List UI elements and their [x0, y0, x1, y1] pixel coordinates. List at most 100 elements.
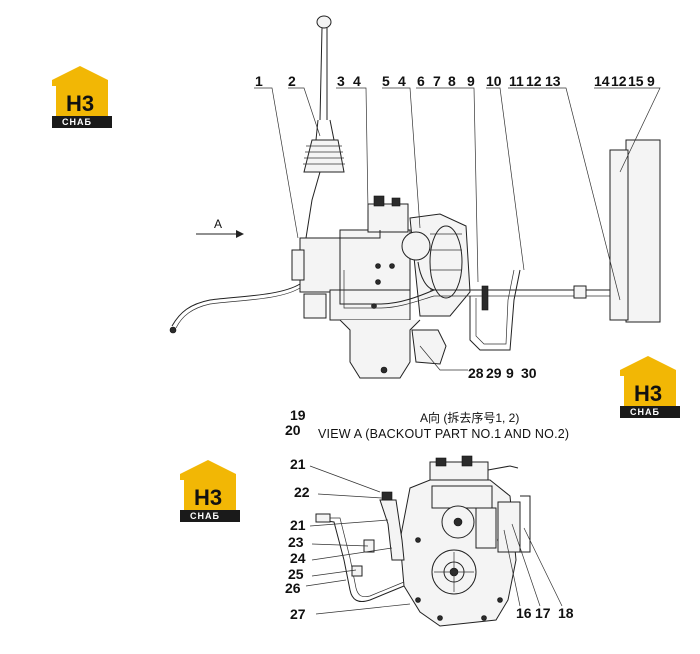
oil-cooler	[625, 139, 661, 323]
logo-sub-text: CHAБ	[62, 117, 92, 127]
cooler-feed-tube	[417, 261, 437, 291]
housing-sump	[339, 319, 421, 379]
control-valve-cap	[291, 249, 305, 281]
output-flange	[303, 293, 327, 319]
callout-label: 1	[255, 73, 263, 89]
callout-label: 12	[526, 73, 542, 89]
callout-label: 30	[521, 365, 537, 381]
side-valve	[475, 507, 497, 549]
callout-leader	[419, 345, 468, 371]
view-a-hose	[319, 519, 405, 603]
callout-label: 4	[353, 73, 361, 89]
logo-roof	[52, 66, 108, 86]
callout-label: 14	[594, 73, 610, 89]
lever-linkage	[306, 230, 381, 239]
callout-label: 25	[288, 566, 304, 582]
logo-roof	[180, 460, 236, 480]
callout-label: 10	[486, 73, 502, 89]
transmission-top-view: A	[169, 15, 661, 379]
view-a-title-cn: A向 (拆去序号1, 2)	[420, 410, 519, 425]
line-fitting	[573, 285, 587, 299]
view-a-left-callouts: 19 20 21 22 21 23 24 25 26 27	[285, 407, 310, 622]
logo-top-left: H3 CHAБ	[52, 66, 112, 128]
callout-label: 9	[467, 73, 475, 89]
housing-lower	[329, 289, 411, 321]
converter-bell	[429, 225, 463, 299]
logo-body	[184, 480, 236, 510]
callout-label: 8	[448, 73, 456, 89]
top-valve-block	[367, 203, 409, 233]
lower-bracket	[411, 329, 447, 365]
callout-label: 11	[509, 73, 524, 89]
boot-neck	[315, 119, 335, 141]
callout-label: 24	[290, 550, 306, 566]
view-a-right-callouts: 16 17 18	[503, 523, 574, 621]
filter-canister	[401, 231, 431, 261]
logo-h3-text: H3	[194, 485, 222, 510]
bell-ribs	[430, 233, 462, 291]
callout-label: 9	[647, 73, 655, 89]
logo-body	[56, 86, 108, 116]
return-hose	[469, 269, 521, 351]
valve-fitting	[461, 455, 473, 467]
cooler-line-upper-outer	[343, 270, 614, 309]
callout-label: 6	[417, 73, 425, 89]
callout-label: 27	[290, 606, 306, 622]
top-view-bottom-callouts: 28 29 9 30	[419, 345, 537, 381]
callout-label: 7	[433, 73, 441, 89]
logo-body	[624, 376, 676, 406]
callout-label: 15	[628, 73, 644, 89]
top-callouts: 1 2 3 4 5 4 6 7 8 9 10 11 12 13 14 12 15…	[255, 73, 655, 89]
callout-label: 28	[468, 365, 484, 381]
hose-clamp	[481, 285, 489, 311]
side-bracket	[520, 495, 531, 553]
return-hose-outer	[475, 269, 515, 345]
view-a-title-en: VIEW A (BACKOUT PART NO.1 AND NO.2)	[318, 427, 569, 441]
valve-fitting	[435, 457, 447, 467]
callout-label: 22	[294, 484, 310, 500]
hose-end	[315, 513, 331, 523]
callout-label: 21	[290, 456, 306, 472]
logo-h3-text: H3	[66, 91, 94, 116]
left-mount-bracket	[379, 499, 405, 561]
callout-label: 9	[506, 365, 514, 381]
logo-sub-text: CHAБ	[630, 407, 660, 417]
logo-band	[52, 116, 112, 128]
shift-boot	[303, 139, 345, 173]
logo-band	[620, 406, 680, 418]
shift-lever-rod	[319, 27, 328, 121]
view-arrow-head	[236, 230, 244, 238]
bracket-bolt	[381, 491, 393, 501]
logo-sub-text: CHAБ	[190, 511, 220, 521]
callout-label: 18	[558, 605, 574, 621]
callout-label: 4	[398, 73, 406, 89]
shift-cable-outer	[175, 287, 301, 329]
view-arrow-label: A	[214, 217, 222, 231]
view-a-left-leaders	[305, 465, 411, 615]
shift-cable	[171, 283, 301, 327]
lever-lower-rod	[305, 171, 321, 239]
view-a-transmission	[315, 455, 531, 627]
callout-label: 29	[486, 365, 502, 381]
callout-label: 20	[285, 422, 301, 438]
callout-label: 21	[290, 517, 306, 533]
cable-end	[169, 326, 177, 334]
callout-label: 2	[288, 73, 296, 89]
callout-label: 13	[545, 73, 561, 89]
logo-roof	[620, 356, 676, 376]
upper-cover	[431, 485, 493, 509]
callout-label: 16	[516, 605, 532, 621]
valve-fitting	[373, 195, 385, 207]
control-valve-body	[299, 237, 341, 293]
side-filter	[497, 501, 521, 553]
housing-bolts	[371, 263, 395, 374]
top-leaders	[254, 87, 661, 301]
callout-leader	[503, 523, 563, 607]
upper-shaft-center	[453, 517, 463, 527]
boot-ribs	[303, 145, 345, 165]
cooler-tank	[609, 149, 629, 321]
hub-cross	[434, 552, 474, 592]
logo-band	[180, 510, 240, 522]
